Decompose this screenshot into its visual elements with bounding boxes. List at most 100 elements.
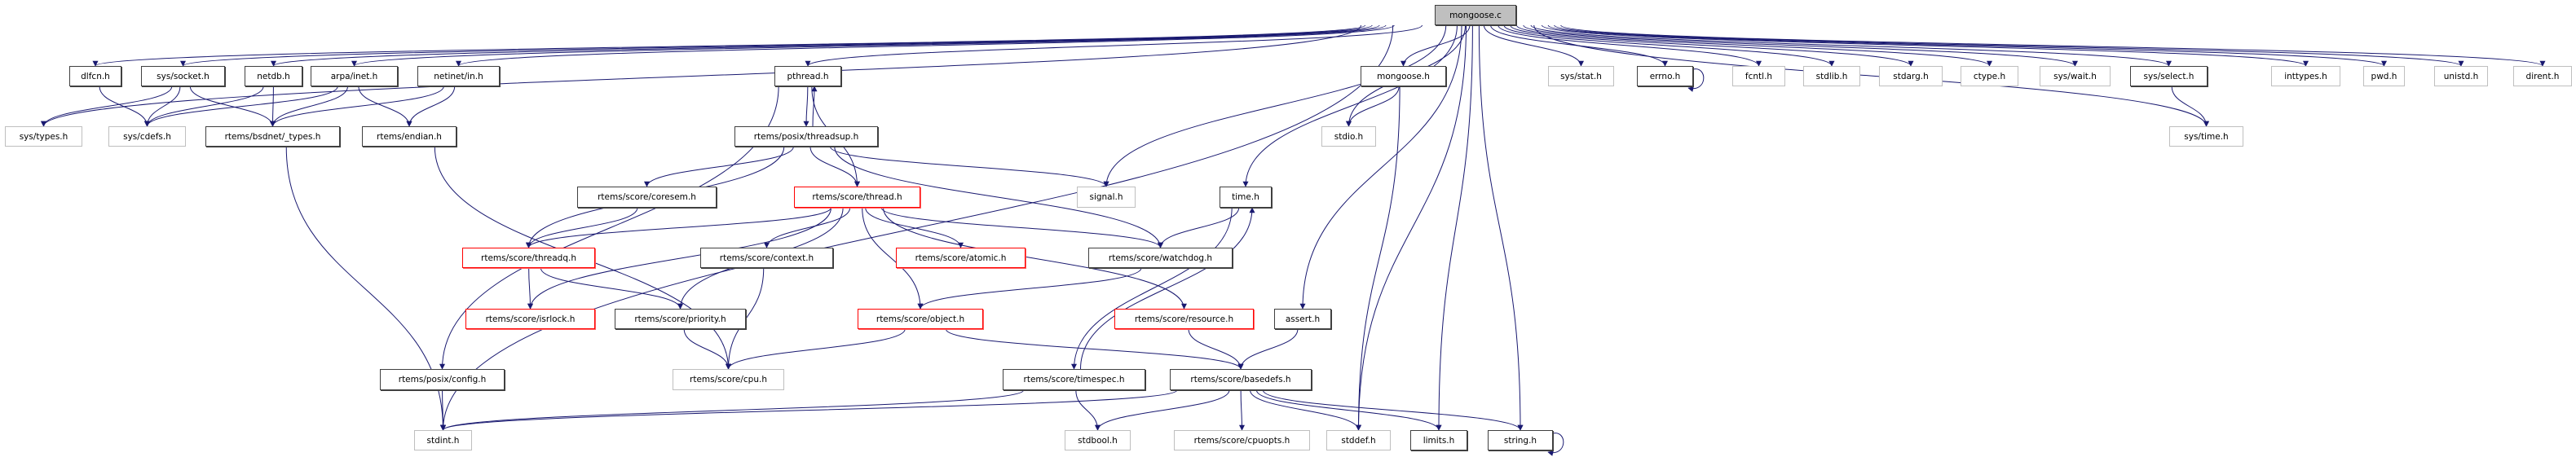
edge-thread-h-to-object-h — [862, 207, 924, 310]
graph-node-string-h[interactable]: string.h — [1488, 430, 1553, 450]
graph-node-config-h[interactable]: rtems/posix/config.h — [380, 369, 505, 390]
graph-node-endian-h[interactable]: rtems/endian.h — [362, 126, 457, 147]
edge-mongoose-c-to-sys-time-h — [1533, 24, 2209, 127]
edge-thread-h-to-atomic-h — [865, 207, 964, 248]
edge-arpa-inet-h-to-endian-h — [358, 86, 412, 127]
edge-thread-h-to-watchdog-h — [880, 207, 1163, 248]
graph-node-stdarg-h: stdarg.h — [1879, 66, 1943, 86]
graph-node-sys-time-h: sys/time.h — [2169, 126, 2243, 147]
edge-threadq-h-to-priority-h — [540, 267, 683, 310]
graph-node-thread-h[interactable]: rtems/score/thread.h — [794, 187, 920, 208]
node-label: rtems/score/cpuopts.h — [1193, 435, 1290, 446]
edge-threadsup-h-to-signal-h — [829, 146, 1109, 187]
edge-mongoose-c-to-stddef-h — [1356, 24, 1467, 431]
node-label: rtems/score/object.h — [876, 314, 965, 324]
graph-node-pthread-h[interactable]: pthread.h — [774, 66, 841, 86]
node-label: rtems/score/threadq.h — [481, 253, 576, 263]
node-label: assert.h — [1285, 314, 1321, 324]
node-label: sys/time.h — [2184, 131, 2229, 142]
node-label: rtems/score/priority.h — [634, 314, 726, 324]
graph-node-dirent-h: dirent.h — [2513, 66, 2572, 86]
node-label: signal.h — [1089, 192, 1123, 202]
graph-node-timespec-h[interactable]: rtems/score/timespec.h — [1003, 369, 1145, 390]
node-label: rtems/score/resource.h — [1134, 314, 1234, 324]
edge-mongoose-c-to-dlfcn-h — [92, 24, 1366, 67]
node-label: stdarg.h — [1893, 71, 1929, 81]
edge-timespec-h-to-stdbool-h — [1075, 389, 1101, 431]
edge-mongoose-c-to-pwd-h — [1547, 24, 2387, 67]
edge-mongoose-c-to-pthread-h — [805, 24, 1423, 67]
graph-node-basedefs-h[interactable]: rtems/score/basedefs.h — [1170, 369, 1312, 390]
graph-node-errno-h[interactable]: errno.h — [1637, 66, 1693, 86]
edge-basedefs-h-to-stdbool-h — [1095, 389, 1230, 431]
edge-arpa-inet-h-to-sys-cdefs-h — [144, 86, 338, 127]
edge-string-h-to-string-h — [1547, 433, 1564, 456]
edge-mongoose-c-to-sys-socket-h — [180, 24, 1373, 67]
node-label: errno.h — [1649, 71, 1681, 81]
edge-basedefs-h-to-cpuopts-h — [1238, 389, 1245, 431]
node-label: string.h — [1503, 435, 1537, 446]
node-label: pthread.h — [787, 71, 829, 81]
graph-node-object-h[interactable]: rtems/score/object.h — [858, 309, 983, 329]
edge-mongoose-c-to-assert-h — [1299, 24, 1462, 310]
edges-layer — [41, 24, 2546, 456]
edge-basedefs-h-to-limits-h — [1255, 389, 1442, 431]
node-label: limits.h — [1423, 435, 1455, 446]
edge-time-h-to-watchdog-h — [1158, 207, 1240, 248]
edge-mongoose-c-to-string-h — [1478, 24, 1524, 431]
edge-mongoose-c-to-sys-wait-h — [1523, 24, 2078, 67]
graph-node-dlfcn-h[interactable]: dlfcn.h — [69, 66, 121, 86]
edge-timespec-h-to-time-h — [1080, 207, 1255, 370]
edge-mongoose-c-to-stdlib-h — [1503, 24, 1835, 67]
edge-mongoose-h-to-stddef-h — [1356, 86, 1400, 431]
graph-node-context-h[interactable]: rtems/score/context.h — [700, 248, 833, 268]
graph-node-arpa-inet-h[interactable]: arpa/inet.h — [311, 66, 398, 86]
graph-node-time-h[interactable]: time.h — [1220, 187, 1272, 208]
graph-node-sys-select-h[interactable]: sys/select.h — [2130, 66, 2208, 86]
graph-node-netdb-h[interactable]: netdb.h — [245, 66, 302, 86]
graph-node-coresem-h[interactable]: rtems/score/coresem.h — [577, 187, 717, 208]
graph-node-threadq-h[interactable]: rtems/score/threadq.h — [462, 248, 595, 268]
edge-threadsup-h-to-watchdog-h — [834, 146, 1163, 248]
graph-node-atomic-h[interactable]: rtems/score/atomic.h — [896, 248, 1026, 268]
graph-node-mongoose-h[interactable]: mongoose.h — [1361, 66, 1446, 86]
graph-node-netinet-in-h[interactable]: netinet/in.h — [417, 66, 500, 86]
graph-node-watchdog-h[interactable]: rtems/score/watchdog.h — [1088, 248, 1233, 268]
edge-mongoose-c-to-netinet-in-h — [456, 24, 1395, 67]
edge-context-h-to-cpu-h — [726, 267, 765, 370]
edge-object-h-to-basedefs-h — [945, 328, 1244, 370]
graph-node-isrlock-h[interactable]: rtems/score/isrlock.h — [465, 309, 595, 329]
edge-coresem-h-to-threadq-h — [526, 207, 638, 248]
graph-node-sys-socket-h[interactable]: sys/socket.h — [141, 66, 225, 86]
edge-mongoose-h-to-stdio-h — [1346, 86, 1400, 127]
graph-node-sys-cdefs-h: sys/cdefs.h — [108, 126, 186, 147]
graph-node-assert-h[interactable]: assert.h — [1274, 309, 1331, 329]
graph-node-resource-h[interactable]: rtems/score/resource.h — [1114, 309, 1254, 329]
edge-basedefs-h-to-string-h — [1262, 389, 1524, 431]
edge-thread-h-to-threadq-h — [526, 207, 831, 248]
edge-threadq-h-to-isrlock-h — [527, 267, 533, 310]
node-label: dirent.h — [2525, 71, 2560, 81]
node-label: sys/wait.h — [2053, 71, 2097, 81]
graph-node-threadsup-h[interactable]: rtems/posix/threadsup.h — [734, 126, 878, 147]
node-label: dlfcn.h — [81, 71, 110, 81]
edge-errno-h-to-errno-h — [1687, 68, 1705, 92]
edge-mongoose-c-to-sys-stat-h — [1483, 24, 1584, 67]
edge-time-h-to-timespec-h — [1071, 207, 1233, 370]
graph-node-limits-h[interactable]: limits.h — [1410, 430, 1467, 450]
graph-node-mongoose-c: mongoose.c — [1435, 5, 1516, 25]
node-label: rtems/posix/config.h — [398, 375, 487, 384]
edge-mongoose-c-to-dirent-h — [1560, 24, 2546, 67]
edge-sys-socket-h-to-bsdnet-types-h — [189, 86, 276, 127]
graph-node-bsdnet-types-h[interactable]: rtems/bsdnet/_types.h — [205, 126, 340, 147]
graph-node-stdlib-h: stdlib.h — [1803, 66, 1860, 86]
edge-threadsup-h-to-coresem-h — [644, 146, 794, 187]
node-label: mongoose.h — [1377, 71, 1430, 81]
node-label: rtems/score/thread.h — [812, 192, 902, 202]
node-label: rtems/posix/threadsup.h — [753, 131, 859, 142]
node-label: rtems/score/context.h — [719, 253, 814, 263]
graph-node-priority-h[interactable]: rtems/score/priority.h — [615, 309, 746, 329]
node-label: rtems/score/atomic.h — [915, 253, 1007, 263]
graph-node-stdio-h: stdio.h — [1321, 126, 1376, 147]
edge-threadsup-h-to-pthread-h — [811, 86, 818, 127]
